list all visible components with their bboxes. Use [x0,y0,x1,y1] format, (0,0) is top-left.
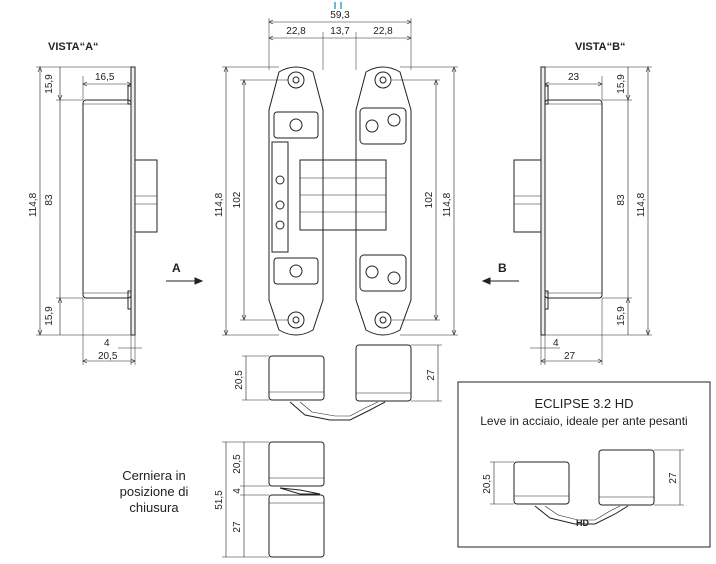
view-a: VISTA“A“ 16,5 114,8 15,9 83 15,9 [28,41,158,365]
view-a-label: VISTA“A“ [48,41,99,53]
front-view: 59,3 22,8 13,7 22,8 [214,2,458,336]
dim-top-left: 20,5 [234,370,245,390]
dim-b-base: 27 [564,351,576,362]
dim-a-middle: 83 [44,194,55,206]
dim-closed-b: 27 [232,521,243,533]
dim-b-middle: 83 [616,194,627,206]
caption-line-2: posizione di [119,484,189,499]
info-box-title: ECLIPSE 3.2 HD [534,396,634,411]
view-b-plate [540,66,546,336]
dim-box-right: 27 [668,472,679,484]
dim-box-left: 20,5 [482,474,493,494]
dim-a-base: 20,5 [98,351,118,362]
dim-middle-part: 13,7 [330,26,350,37]
closed-lower-barrel [268,494,325,558]
dim-top-right: 27 [426,369,437,381]
dim-a-top: 15,9 [44,74,55,94]
view-a-plate [130,66,136,336]
arrow-a-label: A [172,261,181,275]
info-right-barrel [598,449,655,506]
caption-line-1: Cerniera in [122,468,186,483]
dim-right-part: 22,8 [373,26,393,37]
view-b-label: VISTA“B“ [575,41,626,53]
arrow-b-label: B [498,261,507,275]
top-right-barrel [355,344,412,402]
dim-total-width: 59,3 [330,10,350,21]
dim-b-top: 15,9 [616,74,627,94]
view-b-body [544,99,603,299]
view-a-body [82,99,132,299]
dim-front-inner-right: 102 [424,191,435,208]
dim-front-total-right: 114,8 [442,192,453,217]
front-right-plate [355,66,412,336]
dim-left-part: 22,8 [286,26,306,37]
dim-b-total: 114,8 [636,192,647,217]
info-left-barrel [513,461,570,505]
info-box: HD 20,5 27 [457,381,711,548]
caption-line-3: chiusura [129,500,179,515]
dim-a-small: 4 [104,338,110,349]
top-view-open: 20,5 27 [234,344,442,421]
arrow-a: A [166,261,204,285]
closed-view: 51,5 20,5 4 27 [214,441,325,558]
dim-front-inner-left: 102 [232,191,243,208]
dim-a-depth: 16,5 [95,72,115,83]
view-b: VISTA“B“ 23 15,9 83 15,9 114,8 [513,41,652,365]
dim-closed-gap: 4 [232,488,243,494]
dim-front-total-left: 114,8 [214,192,225,217]
closed-upper-barrel [268,441,325,487]
dim-b-bottom: 15,9 [616,306,627,326]
info-box-subtitle: Leve in acciaio, ideale per ante pesanti [480,414,688,428]
front-left-plate [268,66,324,336]
closed-caption: Cerniera in posizione di chiusura [104,468,204,516]
dim-b-small: 4 [553,338,559,349]
dim-a-total: 114,8 [28,192,39,217]
top-left-barrel [268,355,325,401]
dim-a-bottom: 15,9 [44,306,55,326]
info-hd-mark: HD [576,518,589,528]
dim-closed-total: 51,5 [214,490,225,510]
arrow-b: B [481,261,519,285]
info-box-frame [457,381,711,548]
dim-closed-a: 20,5 [232,454,243,474]
dim-b-depth: 23 [568,72,580,83]
